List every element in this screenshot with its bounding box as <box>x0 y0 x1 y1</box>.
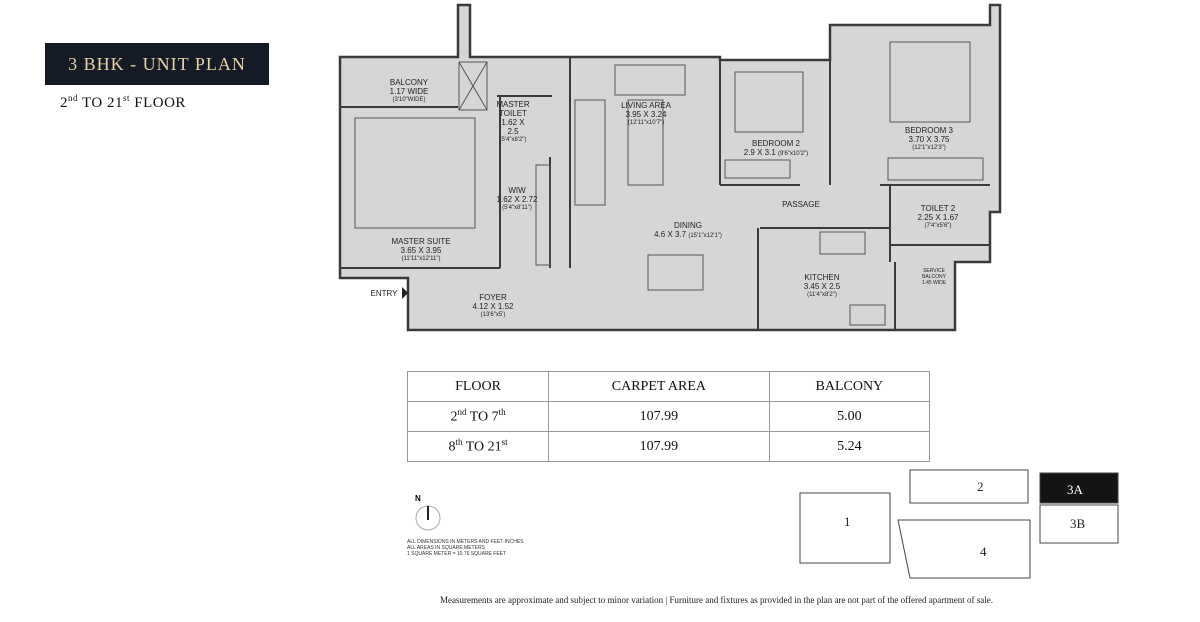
key-plan-label-3b: 3B <box>1070 516 1086 531</box>
cell-floor: 2nd TO 7th <box>406 401 550 432</box>
sofa-side <box>574 99 606 206</box>
floor-to: 21 <box>106 95 123 111</box>
compass-label: N <box>415 494 421 503</box>
shaft <box>458 61 488 111</box>
key-plan-label-3a: 3A <box>1067 482 1083 497</box>
wardrobe-2 <box>724 159 791 179</box>
note: ALL DIMENSIONS IN METERS AND FEET-INCHES <box>407 539 524 545</box>
wardrobe-3 <box>887 157 984 181</box>
key-plan-unit-2 <box>909 469 1029 504</box>
sofa <box>614 64 686 96</box>
col-carpet-area: CARPET AREA <box>548 371 770 402</box>
to-word: TO <box>81 95 103 111</box>
col-balcony: BALCONY <box>768 371 931 402</box>
note: 1 SQUARE METER = 10.76 SQUARE FEET <box>407 551 507 557</box>
table-header-row: FLOOR CARPET AREA BALCONY <box>406 371 931 402</box>
col-floor: FLOOR <box>406 371 550 402</box>
key-plan-label-1: 1 <box>844 514 851 529</box>
key-plan-label-4: 4 <box>980 544 987 559</box>
key-plan-unit-3a <box>1039 472 1119 504</box>
room-passage: PASSAGE <box>782 200 820 209</box>
sup: st <box>122 93 130 103</box>
floor-suffix: FLOOR <box>134 95 186 111</box>
key-plan-label-2: 2 <box>977 479 984 494</box>
hob-counter <box>819 231 866 255</box>
cell-carpet: 107.99 <box>548 431 770 462</box>
floor-range: 2nd TO 21st FLOOR <box>60 93 186 112</box>
cell-balcony: 5.00 <box>768 401 931 432</box>
coffee-table <box>627 99 664 186</box>
floor-from: 2 <box>60 95 68 111</box>
note: ALL AREAS IN SQUARE METERS <box>407 545 485 551</box>
table-row: 2nd TO 7th 107.99 5.00 <box>406 401 931 432</box>
bed-3 <box>889 41 971 123</box>
sup: nd <box>68 93 78 103</box>
cell-balcony: 5.24 <box>768 431 931 462</box>
cell-floor: 8th TO 21st <box>406 431 550 462</box>
cell-carpet: 107.99 <box>548 401 770 432</box>
plan-title: 3 BHK - UNIT PLAN <box>45 43 269 85</box>
key-plan-unit-3b <box>1039 504 1119 544</box>
disclaimer: Measurements are approximate and subject… <box>440 595 993 605</box>
bed-master <box>354 117 476 229</box>
key-plan-unit-4 <box>897 519 1031 579</box>
bed-2 <box>734 71 804 133</box>
key-plan-unit-1 <box>799 492 891 564</box>
entry-label: ENTRY <box>370 289 398 298</box>
table-row: 8th TO 21st 107.99 5.24 <box>406 431 931 462</box>
wardrobe <box>535 164 551 266</box>
sink <box>849 304 886 326</box>
area-table: FLOOR CARPET AREA BALCONY 2nd TO 7th 107… <box>406 371 931 462</box>
unit-outline <box>338 3 1002 332</box>
dimension-notes: ALL DIMENSIONS IN METERS AND FEET-INCHES… <box>407 539 524 557</box>
dining-table <box>647 254 704 291</box>
entry-arrow-icon <box>402 287 408 299</box>
